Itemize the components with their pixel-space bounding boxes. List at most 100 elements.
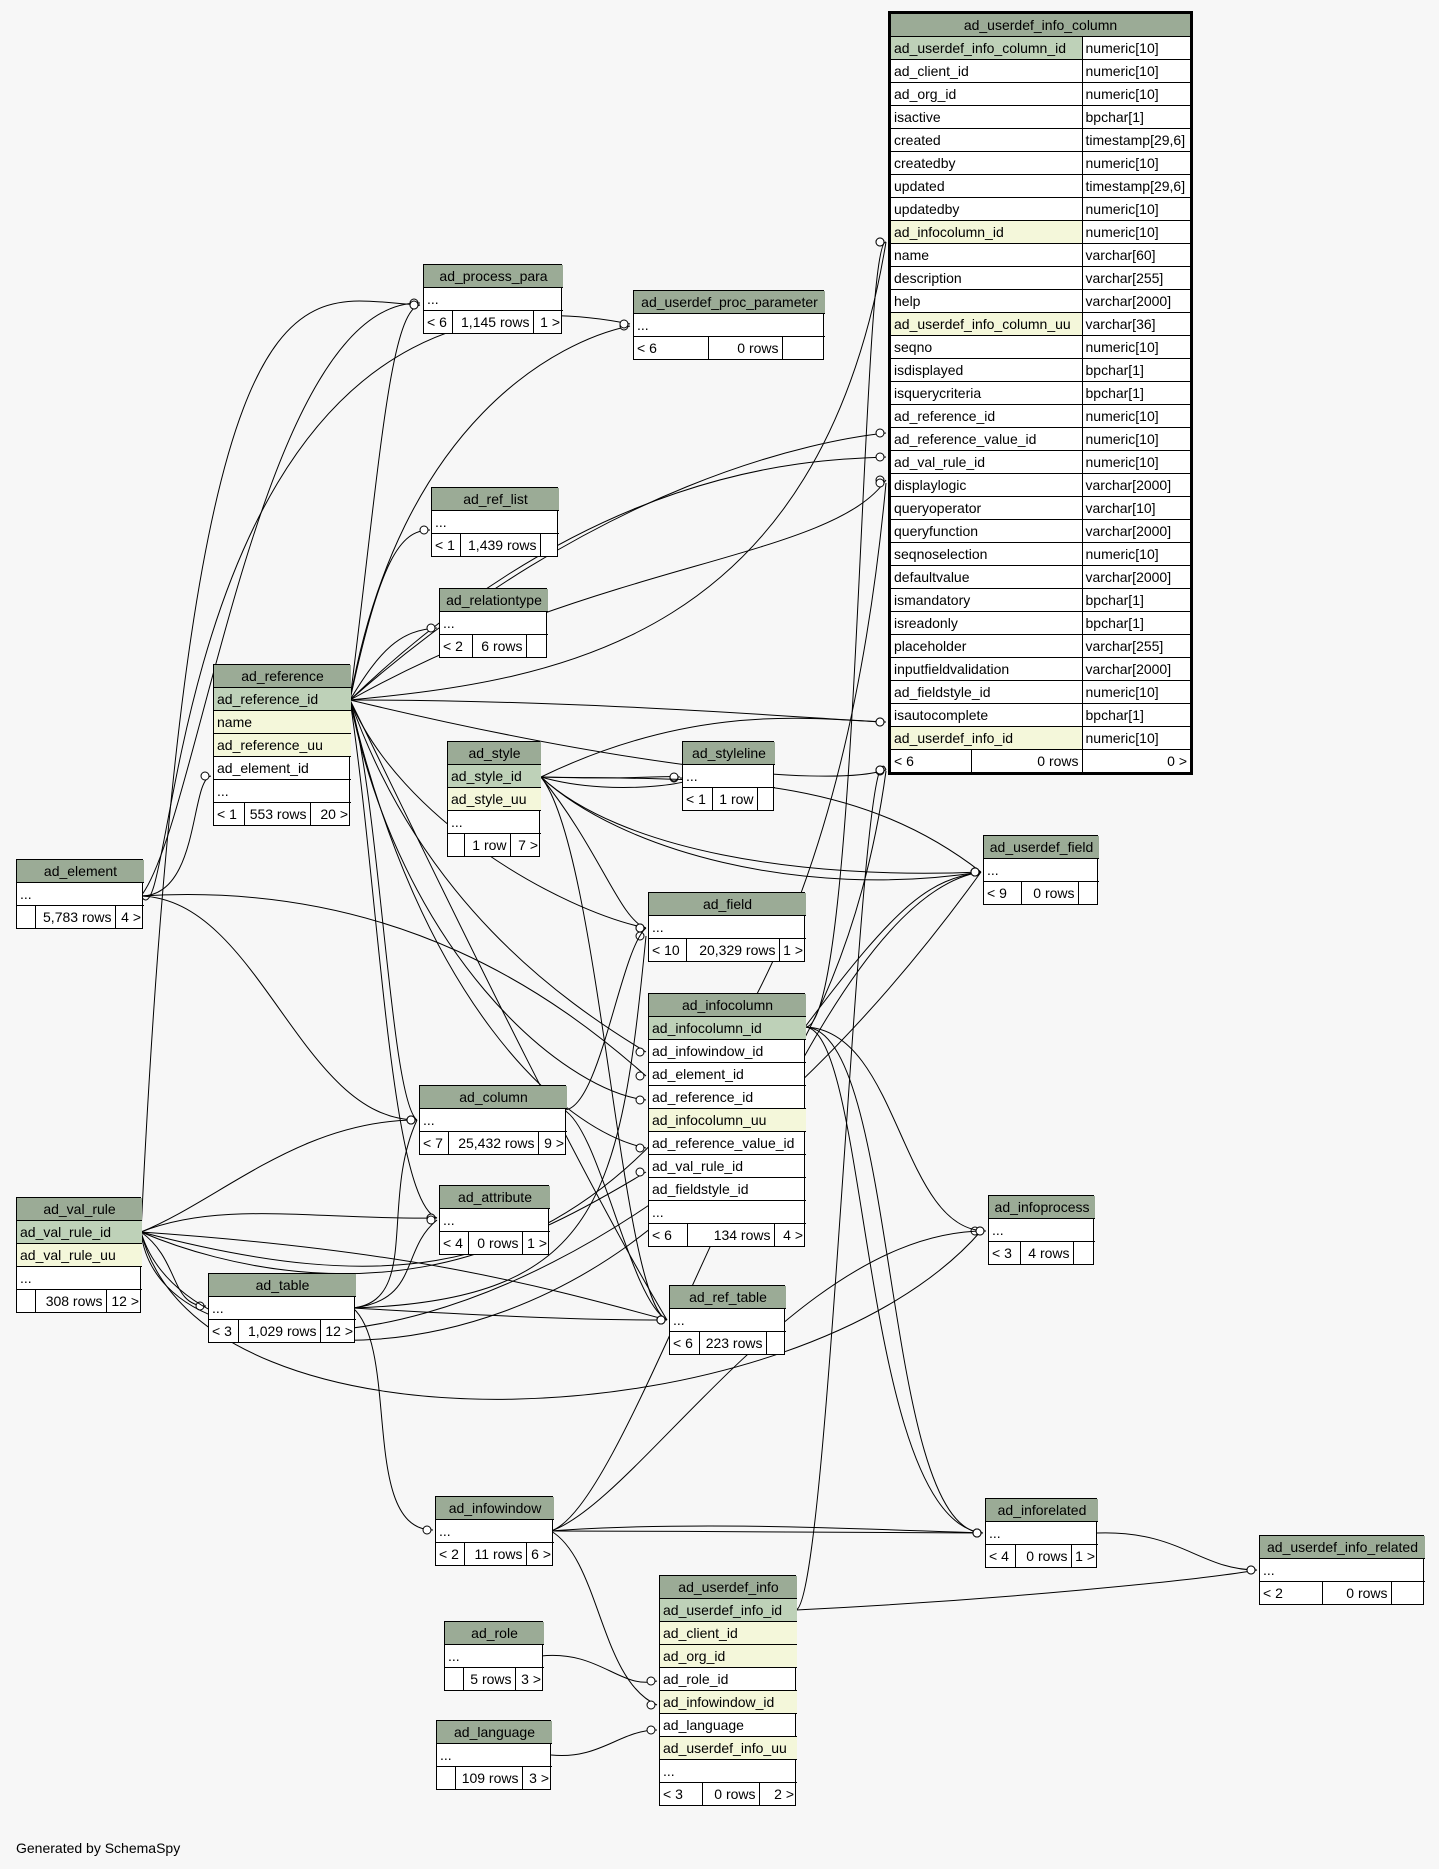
table-title[interactable]: ad_userdef_info_column (891, 14, 1191, 37)
table-title[interactable]: ad_val_rule (17, 1198, 143, 1221)
table-title[interactable]: ad_inforelated (986, 1499, 1099, 1522)
children-count[interactable]: 7 > (509, 833, 542, 856)
table-title[interactable]: ad_attribute (440, 1186, 551, 1209)
parents-count[interactable]: < 3 (660, 1782, 703, 1805)
children-count[interactable] (756, 787, 776, 810)
table-title[interactable]: ad_userdef_field (984, 836, 1100, 859)
parents-count[interactable]: < 6 (891, 750, 972, 772)
table-ad-style[interactable]: ad_style ad_style_id ad_style_uu ... 1 r… (447, 741, 542, 857)
parents-count[interactable]: < 4 (440, 1231, 469, 1254)
children-count[interactable]: 12 > (105, 1289, 143, 1312)
children-count[interactable]: 9 > (537, 1131, 568, 1154)
children-count[interactable]: 1 > (778, 938, 807, 961)
row-count: 0 rows (1321, 1581, 1392, 1604)
children-count[interactable]: 1 > (521, 1231, 551, 1254)
table-ad-infocolumn[interactable]: ad_infocolumn ad_infocolumn_id ad_infowi… (648, 993, 807, 1247)
children-count[interactable] (539, 533, 559, 556)
table-title[interactable]: ad_userdef_info_related (1260, 1536, 1426, 1559)
parents-count[interactable]: < 6 (649, 1223, 688, 1246)
children-count[interactable]: 6 > (525, 1542, 554, 1565)
parents-count[interactable] (445, 1667, 464, 1690)
children-count[interactable] (1072, 1241, 1096, 1264)
table-title[interactable]: ad_element (17, 860, 144, 883)
parents-count[interactable]: < 2 (440, 634, 473, 657)
parents-count[interactable]: < 6 (634, 336, 709, 359)
table-title[interactable]: ad_infoprocess (989, 1196, 1096, 1219)
table-title[interactable]: ad_role (445, 1622, 545, 1645)
table-title[interactable]: ad_table (209, 1274, 356, 1297)
table-title[interactable]: ad_language (437, 1721, 553, 1744)
table-title[interactable]: ad_column (420, 1086, 568, 1109)
table-ad-userdef-info[interactable]: ad_userdef_info ad_userdef_info_id ad_cl… (659, 1575, 798, 1806)
table-ad-userdef-info-column[interactable]: ad_userdef_info_column ad_userdef_info_c… (888, 11, 1193, 775)
children-count[interactable]: 1 > (1070, 1544, 1099, 1567)
table-title[interactable]: ad_styleline (683, 742, 776, 765)
parents-count[interactable]: < 6 (424, 310, 453, 333)
children-count[interactable]: 2 > (758, 1782, 798, 1805)
table-title[interactable]: ad_style (448, 742, 542, 765)
children-count[interactable] (1390, 1581, 1426, 1604)
children-count[interactable] (765, 1331, 787, 1354)
column-name: ad_style_uu (448, 787, 542, 811)
children-count[interactable]: 12 > (319, 1319, 356, 1342)
parents-count[interactable]: < 6 (670, 1331, 700, 1354)
table-title[interactable]: ad_process_para (424, 265, 563, 288)
parents-count[interactable]: < 3 (989, 1241, 1021, 1264)
table-title[interactable]: ad_ref_list (432, 488, 559, 511)
parents-count[interactable] (17, 1289, 36, 1312)
table-ad-val-rule[interactable]: ad_val_rule ad_val_rule_id ad_val_rule_u… (16, 1197, 143, 1313)
parents-count[interactable]: < 1 (214, 802, 245, 825)
children-count[interactable]: 0 > (1081, 749, 1191, 772)
children-count[interactable] (1077, 881, 1100, 904)
parents-count[interactable]: < 2 (436, 1542, 465, 1565)
parents-count[interactable]: < 1 (432, 533, 461, 556)
children-count[interactable]: 20 > (309, 802, 352, 825)
children-count[interactable] (525, 634, 549, 657)
parents-count[interactable]: < 9 (984, 881, 1022, 904)
parents-count[interactable]: < 2 (1260, 1581, 1323, 1604)
parents-count[interactable]: < 1 (683, 787, 713, 810)
table-ad-reference[interactable]: ad_reference ad_reference_id name ad_ref… (213, 664, 352, 826)
parents-count[interactable] (17, 905, 36, 928)
parents-count[interactable] (437, 1766, 456, 1789)
table-title[interactable]: ad_userdef_info (660, 1576, 798, 1599)
children-count[interactable]: 3 > (514, 1667, 545, 1690)
row-count: 0 rows (1037, 753, 1079, 769)
children-count[interactable] (781, 336, 825, 359)
table-title[interactable]: ad_infocolumn (649, 994, 807, 1017)
table-title[interactable]: ad_infowindow (436, 1497, 554, 1520)
children-count[interactable]: 1 > (532, 310, 563, 333)
parents-count[interactable]: < 4 (986, 1544, 1016, 1567)
children-count[interactable]: 4 > (114, 905, 144, 928)
table-title[interactable]: ad_ref_table (670, 1286, 787, 1309)
table-title[interactable]: ad_reference (214, 665, 352, 688)
children-count[interactable]: 4 > (773, 1223, 807, 1246)
table-title[interactable]: ad_relationtype (440, 589, 549, 612)
children-count[interactable]: 3 > (521, 1766, 553, 1789)
parents-count[interactable] (448, 833, 465, 856)
table-title[interactable]: ad_userdef_proc_parameter (634, 291, 825, 314)
table-title[interactable]: ad_field (649, 893, 807, 916)
parents-count[interactable]: < 3 (209, 1319, 239, 1342)
parents-count[interactable]: < 10 (649, 938, 687, 961)
relationship-edge (563, 1109, 668, 1321)
parents-count[interactable]: < 7 (420, 1131, 449, 1154)
